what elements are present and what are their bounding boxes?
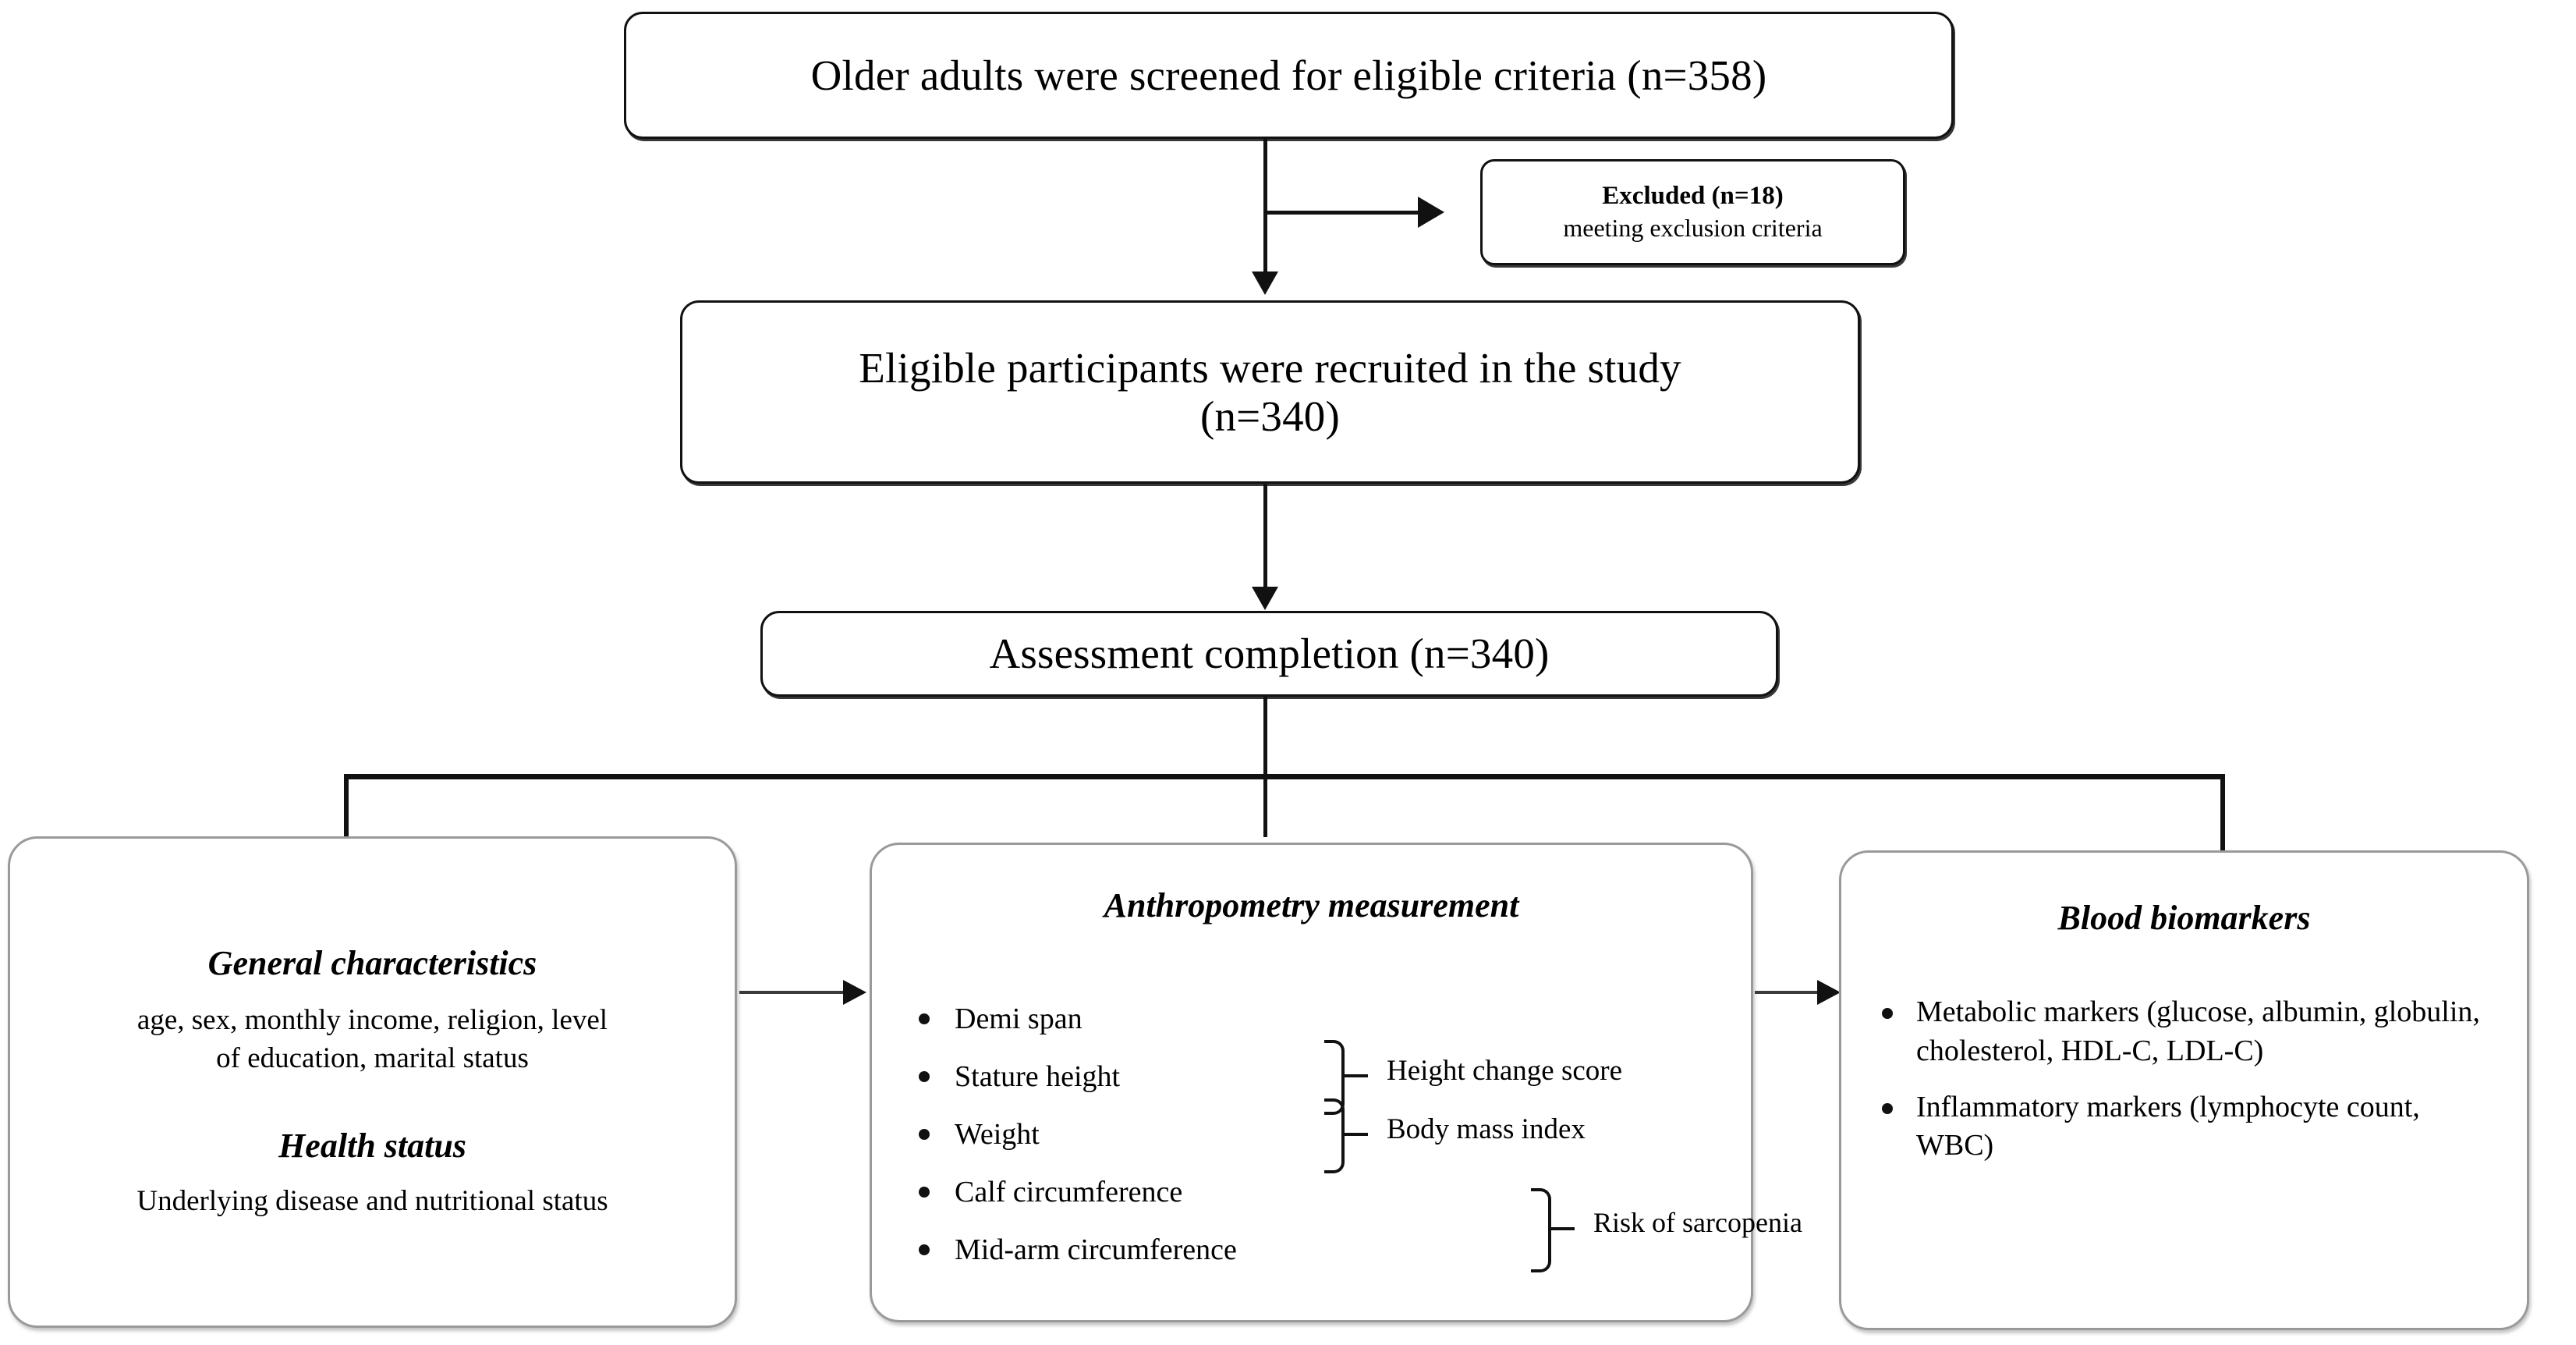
derived-height-change-label: Height change score	[1387, 1055, 1623, 1087]
screened-label: Older adults were screened for eligible …	[810, 51, 1767, 99]
arrowhead-anthro-to-blood	[1817, 980, 1841, 1005]
bullet-icon	[919, 1071, 930, 1082]
health-status-heading: Health status	[278, 1127, 466, 1166]
anthro-item-label: Stature height	[955, 1060, 1121, 1093]
bullet-icon	[919, 1187, 930, 1198]
general-body-line-1: age, sex, monthly income, religion, leve…	[136, 1003, 608, 1036]
recruited-line-2: (n=340)	[1199, 392, 1341, 440]
blood-biomarkers-box: Blood biomarkers Metabolic markers (gluc…	[1839, 850, 2529, 1330]
list-item: Inflammatory markers (lymphocyte count, …	[1882, 1088, 2496, 1166]
drop-to-blood	[2220, 774, 2225, 850]
connector-screened-to-recruited	[1263, 139, 1267, 271]
recruited-box: Eligible participants were recruited in …	[680, 300, 1860, 484]
bullet-icon	[919, 1129, 930, 1140]
assessment-label: Assessment completion (n=340)	[989, 630, 1550, 678]
list-item: Weight	[919, 1105, 1798, 1163]
anthropometry-box: Anthropometry measurement Demi span Stat…	[870, 843, 1802, 1322]
health-status-body: Underlying disease and nutritional statu…	[136, 1185, 608, 1218]
anthro-item-label: Demi span	[955, 1003, 1082, 1035]
brace-risk-sarcopenia	[1531, 1188, 1578, 1274]
general-characteristics-box: General characteristics age, sex, monthl…	[8, 836, 737, 1328]
list-item: Calf circumference	[919, 1163, 1798, 1221]
connector-anthro-to-blood	[1755, 991, 1819, 994]
list-item: Stature height	[919, 1048, 1798, 1105]
blood-list: Metabolic markers (glucose, albumin, glo…	[1882, 993, 2496, 1183]
blood-heading: Blood biomarkers	[2057, 899, 2311, 937]
anthropometry-list: Demi span Stature height Weight Calf cir…	[919, 990, 1798, 1279]
blood-item-label: Metabolic markers (glucose, albumin, glo…	[1916, 995, 2480, 1067]
brace-body-mass-index	[1324, 1098, 1371, 1173]
anthro-item-label: Mid-arm circumference	[955, 1233, 1237, 1266]
anthro-item-label: Weight	[955, 1118, 1040, 1151]
list-item: Mid-arm circumference	[919, 1221, 1798, 1279]
distribution-bus	[344, 774, 2225, 779]
general-heading: General characteristics	[207, 943, 537, 982]
arrowhead-to-recruited	[1252, 271, 1278, 295]
assessment-box: Assessment completion (n=340)	[760, 611, 1778, 697]
connector-general-to-anthro	[739, 991, 845, 994]
recruited-line-1: Eligible participants were recruited in …	[859, 343, 1681, 392]
arrowhead-general-to-anthro	[843, 980, 866, 1005]
brace-height-change	[1324, 1040, 1371, 1115]
screened-box: Older adults were screened for eligible …	[624, 12, 1954, 139]
derived-sarcopenia-label: Risk of sarcopenia	[1593, 1207, 1802, 1238]
bullet-icon	[1882, 1102, 1893, 1114]
blood-item-label: Inflammatory markers (lymphocyte count, …	[1916, 1090, 2420, 1162]
connector-to-excluded	[1265, 211, 1421, 215]
general-body-line-2: of education, marital status	[216, 1042, 529, 1074]
derived-bmi-label: Body mass index	[1387, 1113, 1586, 1145]
anthropometry-heading: Anthropometry measurement	[1104, 886, 1519, 924]
connector-assessment-down	[1263, 697, 1267, 837]
excluded-subtitle: meeting exclusion criteria	[1563, 213, 1823, 242]
arrowhead-to-assessment	[1252, 587, 1278, 610]
list-item: Metabolic markers (glucose, albumin, glo…	[1882, 993, 2496, 1071]
excluded-box: Excluded (n=18) meeting exclusion criter…	[1480, 159, 1905, 265]
bullet-icon	[919, 1244, 930, 1255]
arrowhead-to-excluded	[1418, 197, 1444, 228]
bullet-icon	[1882, 1008, 1893, 1019]
bullet-icon	[919, 1013, 930, 1024]
list-item: Demi span	[919, 990, 1798, 1048]
connector-recruited-to-assessment	[1263, 484, 1267, 587]
excluded-title: Excluded (n=18)	[1602, 181, 1784, 210]
drop-to-general	[344, 774, 349, 838]
anthro-item-label: Calf circumference	[955, 1176, 1183, 1208]
